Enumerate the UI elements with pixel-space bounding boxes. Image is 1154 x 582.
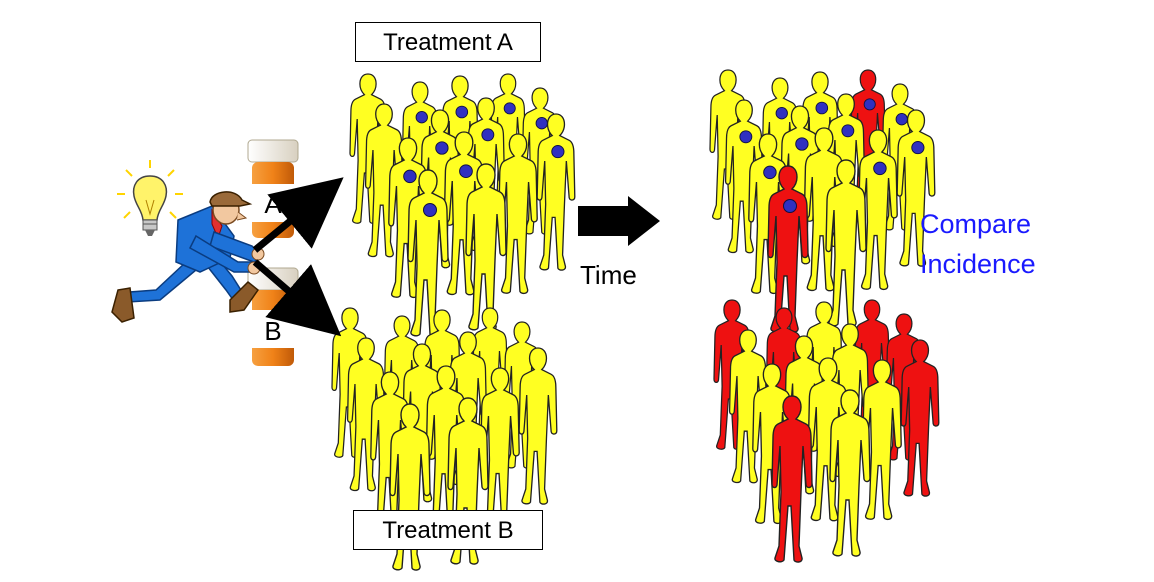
person-figure <box>803 127 845 292</box>
treatment-b-label: Treatment B <box>353 510 543 550</box>
compare-incidence-label: Compare Incidence <box>920 204 1036 284</box>
treatment-b-group-end <box>713 299 940 563</box>
exposure-dot <box>739 130 753 144</box>
time-label: Time <box>580 260 637 290</box>
person-figure <box>465 163 507 331</box>
person-figure <box>536 113 576 271</box>
person-outcome-figure <box>767 165 809 333</box>
pill-bottle-b-icon: B <box>247 267 299 366</box>
exposure-dot <box>551 145 565 159</box>
person-figure <box>862 359 902 521</box>
lightbulb-icon <box>117 160 183 236</box>
person-figure <box>724 99 764 254</box>
person-outcome-figure <box>771 395 813 563</box>
exposure-dot <box>455 105 469 119</box>
exposure-dot <box>873 161 887 176</box>
exposure-dot <box>423 203 437 217</box>
person-figure <box>858 129 898 291</box>
exposure-dot <box>535 117 548 130</box>
exposure-dot <box>863 98 876 111</box>
person-figure <box>752 363 792 525</box>
person-figure <box>480 367 520 529</box>
exposure-dot <box>775 107 788 120</box>
person-figure <box>498 133 538 295</box>
person-figure <box>728 329 768 484</box>
person-outcome-figure <box>900 339 940 497</box>
person-figure <box>807 357 849 522</box>
bottle-b-label: B <box>264 316 281 346</box>
person-figure <box>346 337 386 492</box>
treatment-a-group-start <box>349 73 576 337</box>
person-figure <box>364 103 404 258</box>
compare-label-line2: Incidence <box>920 249 1036 279</box>
time-arrow-icon <box>578 196 660 246</box>
person-figure <box>748 133 788 295</box>
person-figure <box>518 347 558 505</box>
person-figure <box>825 159 867 327</box>
exposure-dot <box>763 165 777 180</box>
exposure-dot <box>895 113 908 126</box>
person-figure <box>388 137 428 299</box>
exposure-dot <box>503 102 516 115</box>
exposure-dot <box>911 141 925 155</box>
person-figure <box>443 131 485 296</box>
exposure-dot <box>415 111 428 124</box>
exposure-dot <box>841 124 855 138</box>
exposure-dot <box>403 169 417 184</box>
person-figure <box>407 169 449 337</box>
arrow-to-treatment-b <box>252 259 342 337</box>
exposure-dot <box>815 101 829 115</box>
exposure-dot <box>795 137 809 151</box>
exposure-dot <box>459 164 473 179</box>
person-figure <box>829 389 871 557</box>
arrow-to-treatment-a <box>252 177 344 253</box>
exposure-dot <box>783 199 797 213</box>
researcher-running-man-icon <box>111 191 265 323</box>
treatment-a-label: Treatment A <box>355 22 541 62</box>
exposure-dot <box>481 128 495 142</box>
bottle-a-label: A <box>264 189 282 219</box>
person-figure <box>425 365 467 530</box>
person-figure <box>370 371 410 533</box>
exposure-dot <box>435 141 449 155</box>
compare-label-line1: Compare <box>920 209 1032 239</box>
treatment-a-group-end <box>709 69 936 333</box>
person-figure <box>896 109 936 267</box>
